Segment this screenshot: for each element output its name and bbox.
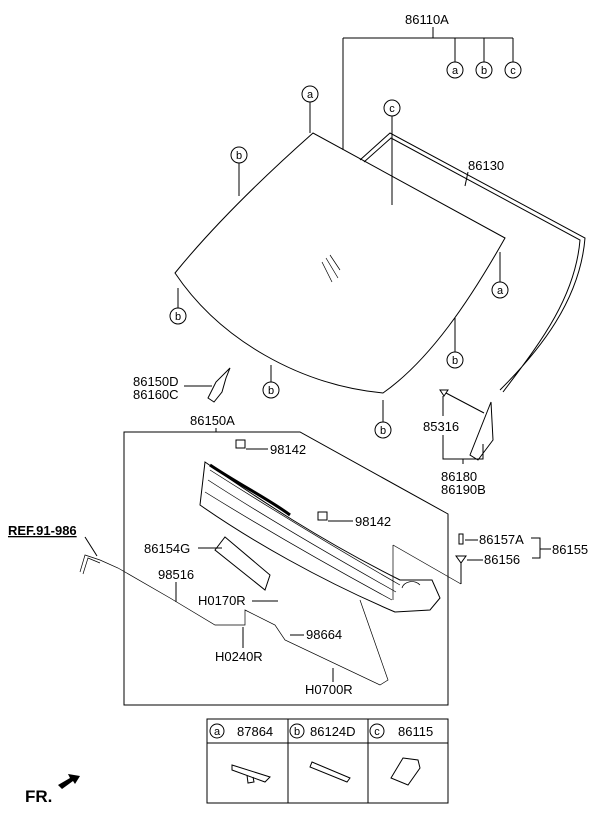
- ref-link-91-986[interactable]: REF.91-986: [8, 523, 77, 538]
- label-H0170R: H0170R: [198, 593, 246, 608]
- windshield-seal: [359, 132, 586, 393]
- front-direction-label: FR.: [25, 787, 52, 806]
- label-86130: 86130: [468, 158, 504, 173]
- legend-table: a 87864 b 86124D c 86115: [206, 718, 449, 804]
- legend-part-b: 86124D: [310, 724, 356, 739]
- label-86190B: 86190B: [441, 482, 486, 497]
- svg-text:b: b: [236, 150, 242, 162]
- washer-hose: [79, 554, 389, 686]
- clip-87864-icon: [231, 764, 271, 784]
- glass-reflection: [321, 254, 341, 283]
- label-86156: 86156: [484, 552, 520, 567]
- label-98142-top: 98142: [270, 442, 306, 457]
- svg-text:a: a: [452, 65, 459, 77]
- label-98664: 98664: [306, 627, 342, 642]
- legend-part-a: 87864: [237, 724, 273, 739]
- svg-text:a: a: [307, 89, 314, 101]
- callout-leaders: [177, 102, 501, 422]
- svg-text:b: b: [175, 311, 181, 323]
- label-H0240R: H0240R: [215, 649, 263, 664]
- cowl-panel: [199, 461, 441, 613]
- callout-circles: a b c a c b b b b a b: [169, 61, 522, 439]
- label-86150D: 86150D: [133, 374, 179, 389]
- label-86154G: 86154G: [144, 541, 190, 556]
- label-98142-mid: 98142: [355, 514, 391, 529]
- block-86115-icon: [390, 757, 421, 786]
- bracket-86110A: [342, 27, 514, 150]
- part-86150D-icon: [207, 367, 231, 403]
- svg-text:c: c: [510, 65, 516, 77]
- svg-text:b: b: [268, 385, 274, 397]
- clip-98142-icon: [235, 439, 246, 449]
- svg-text:c: c: [389, 103, 395, 115]
- svg-text:c: c: [374, 726, 380, 738]
- label-86180: 86180: [441, 469, 477, 484]
- clip-86156-icon: [455, 555, 467, 564]
- label-98516: 98516: [158, 567, 194, 582]
- svg-text:b: b: [380, 425, 386, 437]
- front-arrow-icon: [58, 774, 80, 789]
- svg-text:b: b: [452, 355, 458, 367]
- clip-98142-icon: [317, 511, 328, 521]
- svg-text:b: b: [294, 726, 300, 738]
- part-86180-icon: [469, 401, 494, 461]
- windshield-glass: [174, 132, 506, 394]
- label-85316: 85316: [423, 419, 459, 434]
- svg-text:a: a: [497, 285, 504, 297]
- part-86154G-icon: [214, 536, 271, 591]
- label-86160C: 86160C: [133, 387, 179, 402]
- svg-text:a: a: [214, 726, 221, 738]
- label-86157A: 86157A: [479, 532, 524, 547]
- screw-86157A-icon: [458, 533, 464, 545]
- label-86155: 86155: [552, 542, 588, 557]
- cowl-group-box: [123, 431, 449, 706]
- legend-part-c: 86115: [398, 724, 433, 739]
- spacer-86124D-icon: [309, 761, 351, 783]
- label-86150A: 86150A: [190, 413, 235, 428]
- label-86110A: 86110A: [405, 12, 449, 27]
- label-H0700R: H0700R: [305, 682, 353, 697]
- svg-text:b: b: [481, 65, 487, 77]
